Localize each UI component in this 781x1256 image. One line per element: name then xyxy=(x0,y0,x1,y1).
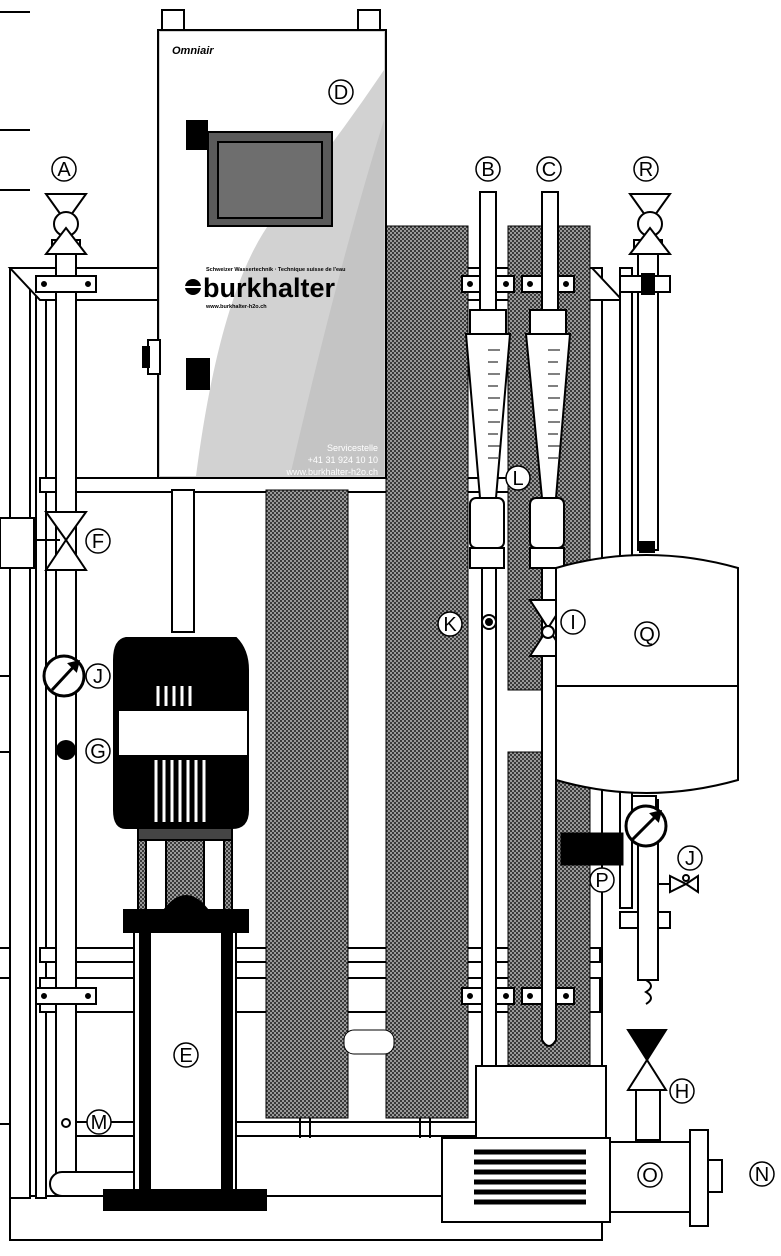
svg-text:E: E xyxy=(179,1045,192,1067)
label-i: I xyxy=(560,609,586,635)
pump-e xyxy=(103,489,267,1211)
service-phone: +41 31 924 10 10 xyxy=(308,455,378,465)
label-q: Q xyxy=(634,621,660,647)
svg-text:J: J xyxy=(685,848,695,870)
flowmeter-scales xyxy=(488,349,560,459)
cabinet-tagline: Schweizer Wassertechnik · Technique suis… xyxy=(206,267,345,273)
svg-text:R: R xyxy=(639,159,653,181)
check-valve-h xyxy=(626,979,668,1141)
label-b: B xyxy=(475,156,501,182)
service-title: Servicestelle xyxy=(327,443,378,453)
svg-text:K: K xyxy=(443,614,457,636)
svg-text:A: A xyxy=(57,159,71,181)
svg-text:L: L xyxy=(512,468,523,490)
label-p: P xyxy=(589,867,615,893)
sample-port-k xyxy=(481,614,497,630)
svg-text:F: F xyxy=(92,531,104,553)
control-cabinet xyxy=(142,9,387,479)
pump-o xyxy=(441,1065,723,1227)
cabinet-brand: burkhalter xyxy=(203,273,336,303)
label-g: G xyxy=(85,738,111,764)
cabinet-website: www.burkhalter-h2o.ch xyxy=(205,304,267,310)
label-c: C xyxy=(536,156,562,182)
label-f: F xyxy=(85,528,111,554)
label-j-right: J xyxy=(677,845,703,871)
svg-text:O: O xyxy=(642,1165,658,1187)
label-m: M xyxy=(86,1109,112,1135)
label-j-left: J xyxy=(85,663,111,689)
label-d: D xyxy=(328,79,354,105)
label-n: N xyxy=(749,1161,775,1187)
svg-text:M: M xyxy=(91,1112,108,1134)
svg-text:C: C xyxy=(542,159,556,181)
right-pipe xyxy=(619,193,673,981)
label-o: O xyxy=(637,1162,663,1188)
svg-text:D: D xyxy=(334,82,348,104)
svg-text:Q: Q xyxy=(639,624,655,646)
pressure-vessel xyxy=(555,541,739,821)
svg-text:J: J xyxy=(93,666,103,688)
service-web: www.burkhalter-h2o.ch xyxy=(285,467,378,477)
valve-f xyxy=(0,511,88,571)
label-h: H xyxy=(669,1078,695,1104)
port-m xyxy=(61,1118,71,1128)
cabinet-logo: Omniair xyxy=(172,45,214,57)
drain-tap xyxy=(658,874,699,894)
label-l: L xyxy=(505,465,531,491)
svg-text:G: G xyxy=(90,741,106,763)
brand-logo-mark xyxy=(180,279,206,295)
label-e: E xyxy=(173,1042,199,1068)
valve-a xyxy=(43,193,89,255)
label-k: K xyxy=(437,611,463,637)
svg-text:H: H xyxy=(675,1081,689,1103)
label-r: R xyxy=(633,156,659,182)
flowmeters xyxy=(464,191,572,1129)
indicator-g xyxy=(56,740,76,760)
svg-text:N: N xyxy=(755,1164,769,1186)
svg-text:P: P xyxy=(595,870,608,892)
gauge-j-right xyxy=(560,804,668,866)
svg-text:B: B xyxy=(481,159,494,181)
svg-text:I: I xyxy=(570,612,576,634)
label-a: A xyxy=(51,156,77,182)
gauge-j-left xyxy=(42,654,86,698)
